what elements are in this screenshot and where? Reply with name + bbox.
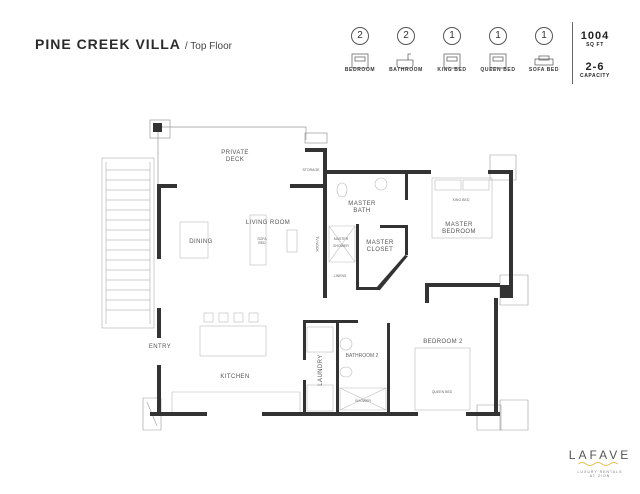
label-linens: LINENS — [334, 274, 347, 278]
label-storage: STORAGE — [302, 168, 320, 172]
label-master-shower: MASTER — [334, 237, 349, 241]
bed-icon — [489, 53, 507, 69]
fixtures — [171, 177, 493, 412]
label-master-bedroom: MASTER — [445, 222, 473, 228]
label-shower: SHOWER — [355, 399, 371, 403]
label-master-bath: MASTER — [348, 201, 376, 207]
bathtub-icon — [396, 53, 414, 69]
label-bedroom-2: BEDROOM 2 — [423, 339, 463, 345]
label-queen-bed: QUEEN BED — [432, 390, 453, 394]
label-master-bath-2: BATH — [353, 208, 370, 214]
logo-wave — [577, 462, 619, 466]
deck-post — [153, 123, 162, 132]
label-laundry: LAUNDRY — [318, 354, 324, 385]
label-master-shower-2: SHOWER — [333, 244, 349, 248]
label-living-room: LIVING ROOM — [246, 220, 290, 226]
label-sofa-bed: BED — [258, 241, 266, 245]
walls — [150, 148, 513, 416]
label-sofa: SOFA — [257, 237, 267, 241]
label-master-closet-2: CLOSET — [367, 247, 393, 253]
page-title: PINE CREEK VILLA/ Top Floor — [35, 36, 232, 52]
bed-icon — [443, 53, 461, 69]
stairs — [101, 157, 155, 329]
label-master-closet: MASTER — [366, 240, 394, 246]
label-bathroom-2: BATHROOM 2 — [346, 353, 379, 359]
floor-subtitle: / Top Floor — [184, 41, 232, 52]
sofa-icon — [534, 55, 554, 66]
bed-icon — [351, 53, 369, 69]
label-king-bed: KING BED — [453, 198, 470, 202]
label-entry: ENTRY — [149, 344, 171, 350]
deck-railing — [149, 119, 328, 185]
stat-icons — [351, 53, 554, 69]
label-kitchen: KITCHEN — [220, 374, 249, 380]
label-tv-nook: TV NOOK — [315, 236, 319, 252]
divider — [572, 22, 573, 84]
label-master-bedroom-2: BEDROOM — [442, 229, 476, 235]
label-deck: PRIVATE — [221, 150, 249, 156]
room-labels: PRIVATE DECK STORAGE LIVING ROOM DINING … — [149, 150, 476, 403]
label-deck-2: DECK — [226, 157, 244, 163]
label-dining: DINING — [189, 239, 212, 245]
